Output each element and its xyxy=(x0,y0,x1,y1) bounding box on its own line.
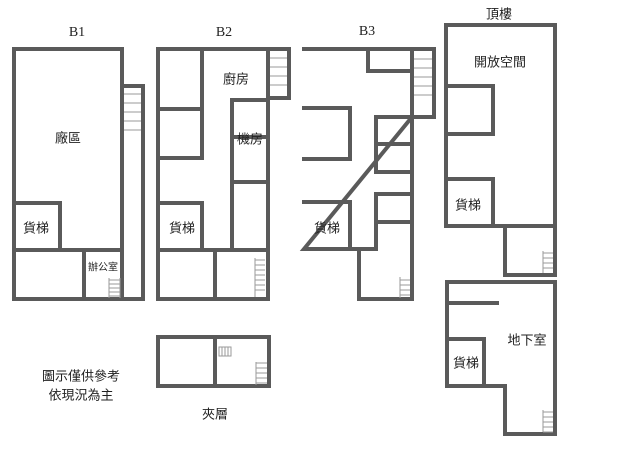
mezzanine-title: 夾層 xyxy=(201,407,229,423)
roof-stairs xyxy=(542,251,553,273)
basement-label: 地下室 xyxy=(507,333,547,349)
roof-elevator-label: 貨梯 xyxy=(454,198,482,214)
b2-stairs xyxy=(254,57,287,297)
b1-title: B1 xyxy=(68,25,86,40)
b2-kitchen-label: 廚房 xyxy=(222,72,250,88)
b1-stairs xyxy=(108,93,141,298)
disclaimer-line-1: 圖示僅供參考 xyxy=(41,369,121,385)
b2-elevator-label: 貨梯 xyxy=(168,221,196,237)
b1-plan xyxy=(12,47,145,301)
disclaimer-line-2: 依現況為主 xyxy=(48,388,114,404)
b3-plan xyxy=(299,47,436,301)
basement-stairs xyxy=(542,410,553,433)
b2-machine-room-label: 機房 xyxy=(236,132,264,148)
basement-elevator-label: 貨梯 xyxy=(452,356,480,372)
b1-factory-label: 廠區 xyxy=(54,131,82,147)
basement-plan xyxy=(445,280,557,436)
b1-elevator-label: 貨梯 xyxy=(22,221,50,237)
mezzanine-stairs xyxy=(218,346,267,385)
roof-open-space-label: 開放空間 xyxy=(473,55,527,71)
b2-title: B2 xyxy=(215,25,233,40)
b3-elevator-label: 貨梯 xyxy=(313,221,341,237)
mezzanine-plan xyxy=(156,335,271,388)
roof-plan xyxy=(444,23,557,277)
b3-stairs xyxy=(399,58,432,298)
b3-title: B3 xyxy=(358,24,376,39)
roof-title: 頂樓 xyxy=(485,7,513,23)
b2-plan xyxy=(156,47,291,301)
b1-office-label: 辦公室 xyxy=(88,262,118,274)
